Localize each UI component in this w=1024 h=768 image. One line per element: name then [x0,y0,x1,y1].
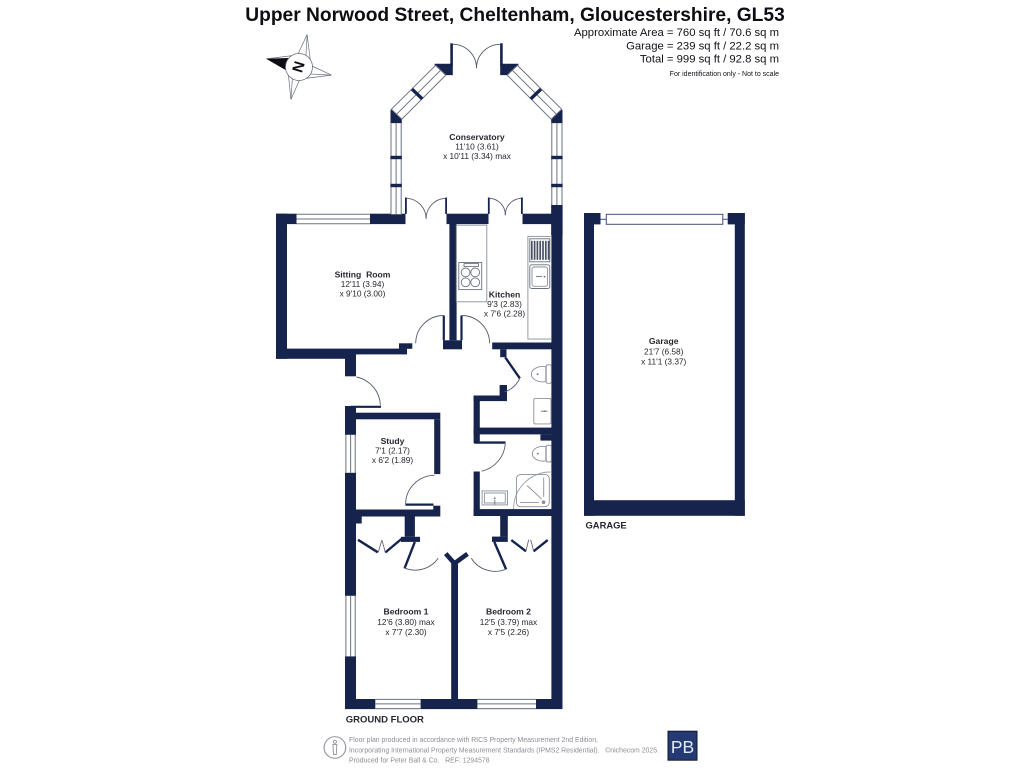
svg-text:Bedroom 1: Bedroom 1 [384,607,429,617]
svg-text:Garage: Garage [649,336,679,346]
svg-text:Study: Study [381,436,405,446]
svg-text:21'7 (6.58): 21'7 (6.58) [644,346,684,356]
svg-text:x 10'11 (3.34) max: x 10'11 (3.34) max [443,151,512,161]
svg-text:x 7'7 (2.30): x 7'7 (2.30) [385,627,426,637]
svg-text:Garage = 239 sq ft / 22.2 sq m: Garage = 239 sq ft / 22.2 sq m [626,40,779,52]
svg-text:Total = 999 sq ft / 92.8 sq m: Total = 999 sq ft / 92.8 sq m [640,54,779,66]
svg-text:x 11'1 (3.37): x 11'1 (3.37) [641,357,686,367]
svg-text:GROUND FLOOR: GROUND FLOOR [346,714,424,725]
svg-text:Kitchen: Kitchen [489,290,521,300]
svg-text:Upper Norwood Street, Cheltenh: Upper Norwood Street, Cheltenham, Glouce… [245,5,785,26]
svg-text:Conservatory: Conservatory [449,132,505,142]
svg-text:9'3 (2.83): 9'3 (2.83) [487,299,522,309]
svg-text:Floor plan produced in accorda: Floor plan produced in accordance with R… [349,737,598,744]
svg-text:GARAGE: GARAGE [586,519,627,530]
svg-text:For identification only - Not: For identification only - Not to scale [670,71,779,78]
svg-text:Produced for Peter Ball & Co.: Produced for Peter Ball & Co. REF: 12945… [349,758,490,765]
svg-text:PB: PB [671,737,694,757]
svg-text:Sitting Room: Sitting Room [335,270,391,280]
svg-text:x 7'5 (2.26): x 7'5 (2.26) [488,627,529,637]
svg-text:Approximate Area = 760 sq ft /: Approximate Area = 760 sq ft / 70.6 sq m [574,27,779,39]
svg-text:12'6 (3.80) max: 12'6 (3.80) max [377,617,435,627]
svg-text:11'10 (3.61): 11'10 (3.61) [455,142,499,152]
svg-text:N: N [289,59,308,74]
svg-text:12'5 (3.79) max: 12'5 (3.79) max [480,617,538,627]
svg-text:x 7'6 (2.28): x 7'6 (2.28) [484,309,525,319]
svg-text:7'1 (2.17): 7'1 (2.17) [375,446,410,456]
svg-text:12'11 (3.94): 12'11 (3.94) [341,279,385,289]
svg-text:x 9'10 (3.00): x 9'10 (3.00) [340,289,386,299]
svg-text:x 6'2 (1.89): x 6'2 (1.89) [372,455,413,465]
svg-text:Incorporating International Pr: Incorporating International Property Mea… [349,746,659,754]
svg-text:Bedroom 2: Bedroom 2 [486,607,531,617]
